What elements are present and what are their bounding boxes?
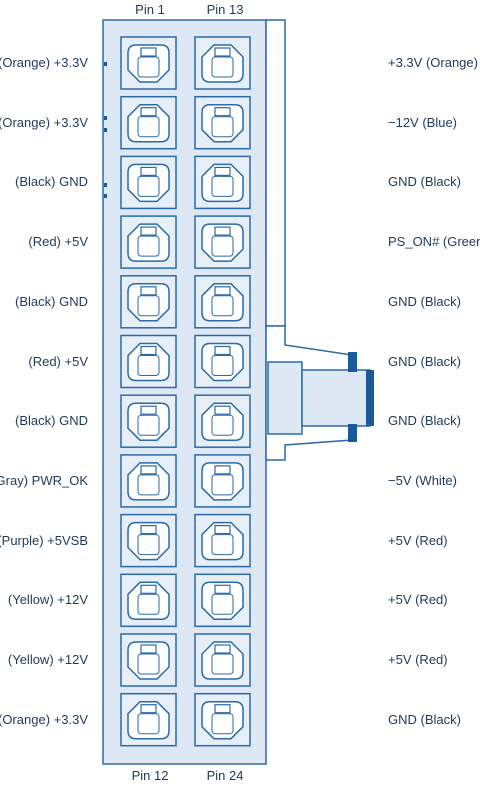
- pin-label-17: GND (Black): [388, 293, 461, 309]
- pin-notch-16: [214, 226, 231, 236]
- pin-label-24: GND (Black): [388, 711, 461, 727]
- pin-label-21: +5V (Red): [388, 532, 448, 548]
- pin-label-8: (Gray) PWR_OK: [0, 472, 88, 488]
- pin-notch-9: [140, 524, 157, 535]
- pin-label-14: −12V (Blue): [388, 114, 458, 130]
- pin-inner-12: [137, 713, 160, 735]
- key-mark: [104, 128, 107, 132]
- pin-inner-10: [137, 593, 160, 615]
- pin-notch-1: [140, 47, 157, 57]
- pin-notch-8: [140, 465, 157, 475]
- pin-label-18: GND (Black): [388, 353, 461, 369]
- header-pin-12: Pin 12: [131, 768, 169, 783]
- pin-notch-19: [214, 405, 231, 415]
- pin-notch-21: [214, 524, 231, 535]
- pin-notch-14: [214, 107, 231, 117]
- pin-inner-21: [211, 534, 234, 556]
- pin-inner-13: [211, 56, 234, 78]
- pin-inner-3: [137, 175, 160, 197]
- pin-notch-11: [140, 644, 157, 654]
- key-mark: [104, 183, 107, 187]
- pin-inner-11: [137, 653, 160, 675]
- pin-label-13: +3.3V (Orange): [388, 55, 478, 70]
- key-mark: [104, 194, 107, 198]
- pin-label-16: PS_ON# (Green): [388, 234, 480, 250]
- pin-label-7: (Black) GND: [15, 413, 88, 429]
- pin-notch-13: [214, 47, 231, 57]
- header-pin-13: Pin 13: [206, 2, 244, 17]
- pin-label-1: (Orange) +3.3V: [0, 55, 88, 70]
- pin-notch-15: [214, 166, 231, 176]
- pin-inner-2: [137, 116, 160, 138]
- pin-notch-3: [140, 166, 157, 176]
- pin-notch-2: [140, 107, 157, 117]
- latch-tab-top: [348, 352, 357, 372]
- pin-label-11: (Yellow) +12V: [7, 652, 88, 667]
- pin-notch-12: [140, 704, 157, 714]
- pin-inner-22: [211, 593, 234, 615]
- pin-label-20: −5V (White): [388, 472, 457, 488]
- latch-lever: [301, 369, 371, 427]
- pin-label-10: (Yellow) +12V: [7, 592, 88, 608]
- key-mark: [104, 62, 107, 66]
- pin-notch-4: [140, 226, 157, 236]
- pin-inner-18: [211, 355, 234, 376]
- pin-inner-20: [211, 474, 234, 496]
- pin-label-12: (Orange) +3.3V: [0, 711, 88, 727]
- pin-inner-7: [137, 414, 160, 436]
- latch-hook: [366, 370, 374, 426]
- pin-label-23: +5V (Red): [388, 652, 448, 667]
- pin-label-4: (Red) +5V: [28, 234, 88, 250]
- pin-inner-8: [137, 474, 160, 496]
- pin-notch-7: [140, 405, 157, 415]
- pin-inner-17: [211, 295, 234, 317]
- pin-label-22: +5V (Red): [388, 592, 448, 608]
- pin-inner-24: [211, 713, 234, 735]
- pin-notch-6: [140, 345, 157, 356]
- latch-tab-bottom: [348, 424, 357, 442]
- connector-frame-upper: [265, 19, 286, 327]
- pin-label-3: (Black) GND: [15, 174, 88, 190]
- pin-inner-19: [211, 414, 234, 436]
- header-pin-24: Pin 24: [206, 768, 244, 783]
- latch-base: [267, 361, 303, 435]
- pin-inner-1: [137, 56, 160, 78]
- pin-label-19: GND (Black): [388, 413, 461, 429]
- pin-notch-10: [140, 584, 157, 594]
- pin-notch-17: [214, 286, 231, 296]
- pin-label-6: (Red) +5V: [28, 353, 88, 369]
- pin-inner-16: [211, 235, 234, 257]
- pin-notch-22: [214, 584, 231, 594]
- pin-inner-15: [211, 175, 234, 197]
- pin-label-15: GND (Black): [388, 174, 461, 190]
- pin-notch-23: [214, 644, 231, 654]
- pin-inner-23: [211, 653, 234, 675]
- key-mark: [104, 116, 107, 120]
- pin-inner-6: [137, 355, 160, 376]
- pin-label-5: (Black) GND: [15, 293, 88, 309]
- pin-notch-18: [214, 345, 231, 356]
- pin-inner-4: [137, 235, 160, 257]
- pin-label-9: (Purple) +5VSB: [0, 532, 88, 548]
- header-pin-1: Pin 1: [135, 2, 165, 17]
- pin-notch-5: [140, 286, 157, 296]
- pin-inner-5: [137, 295, 160, 317]
- pin-inner-14: [211, 116, 234, 138]
- pin-notch-20: [214, 465, 231, 475]
- pin-notch-24: [214, 704, 231, 714]
- pin-label-2: (Orange) +3.3V: [0, 114, 88, 130]
- pin-inner-9: [137, 534, 160, 556]
